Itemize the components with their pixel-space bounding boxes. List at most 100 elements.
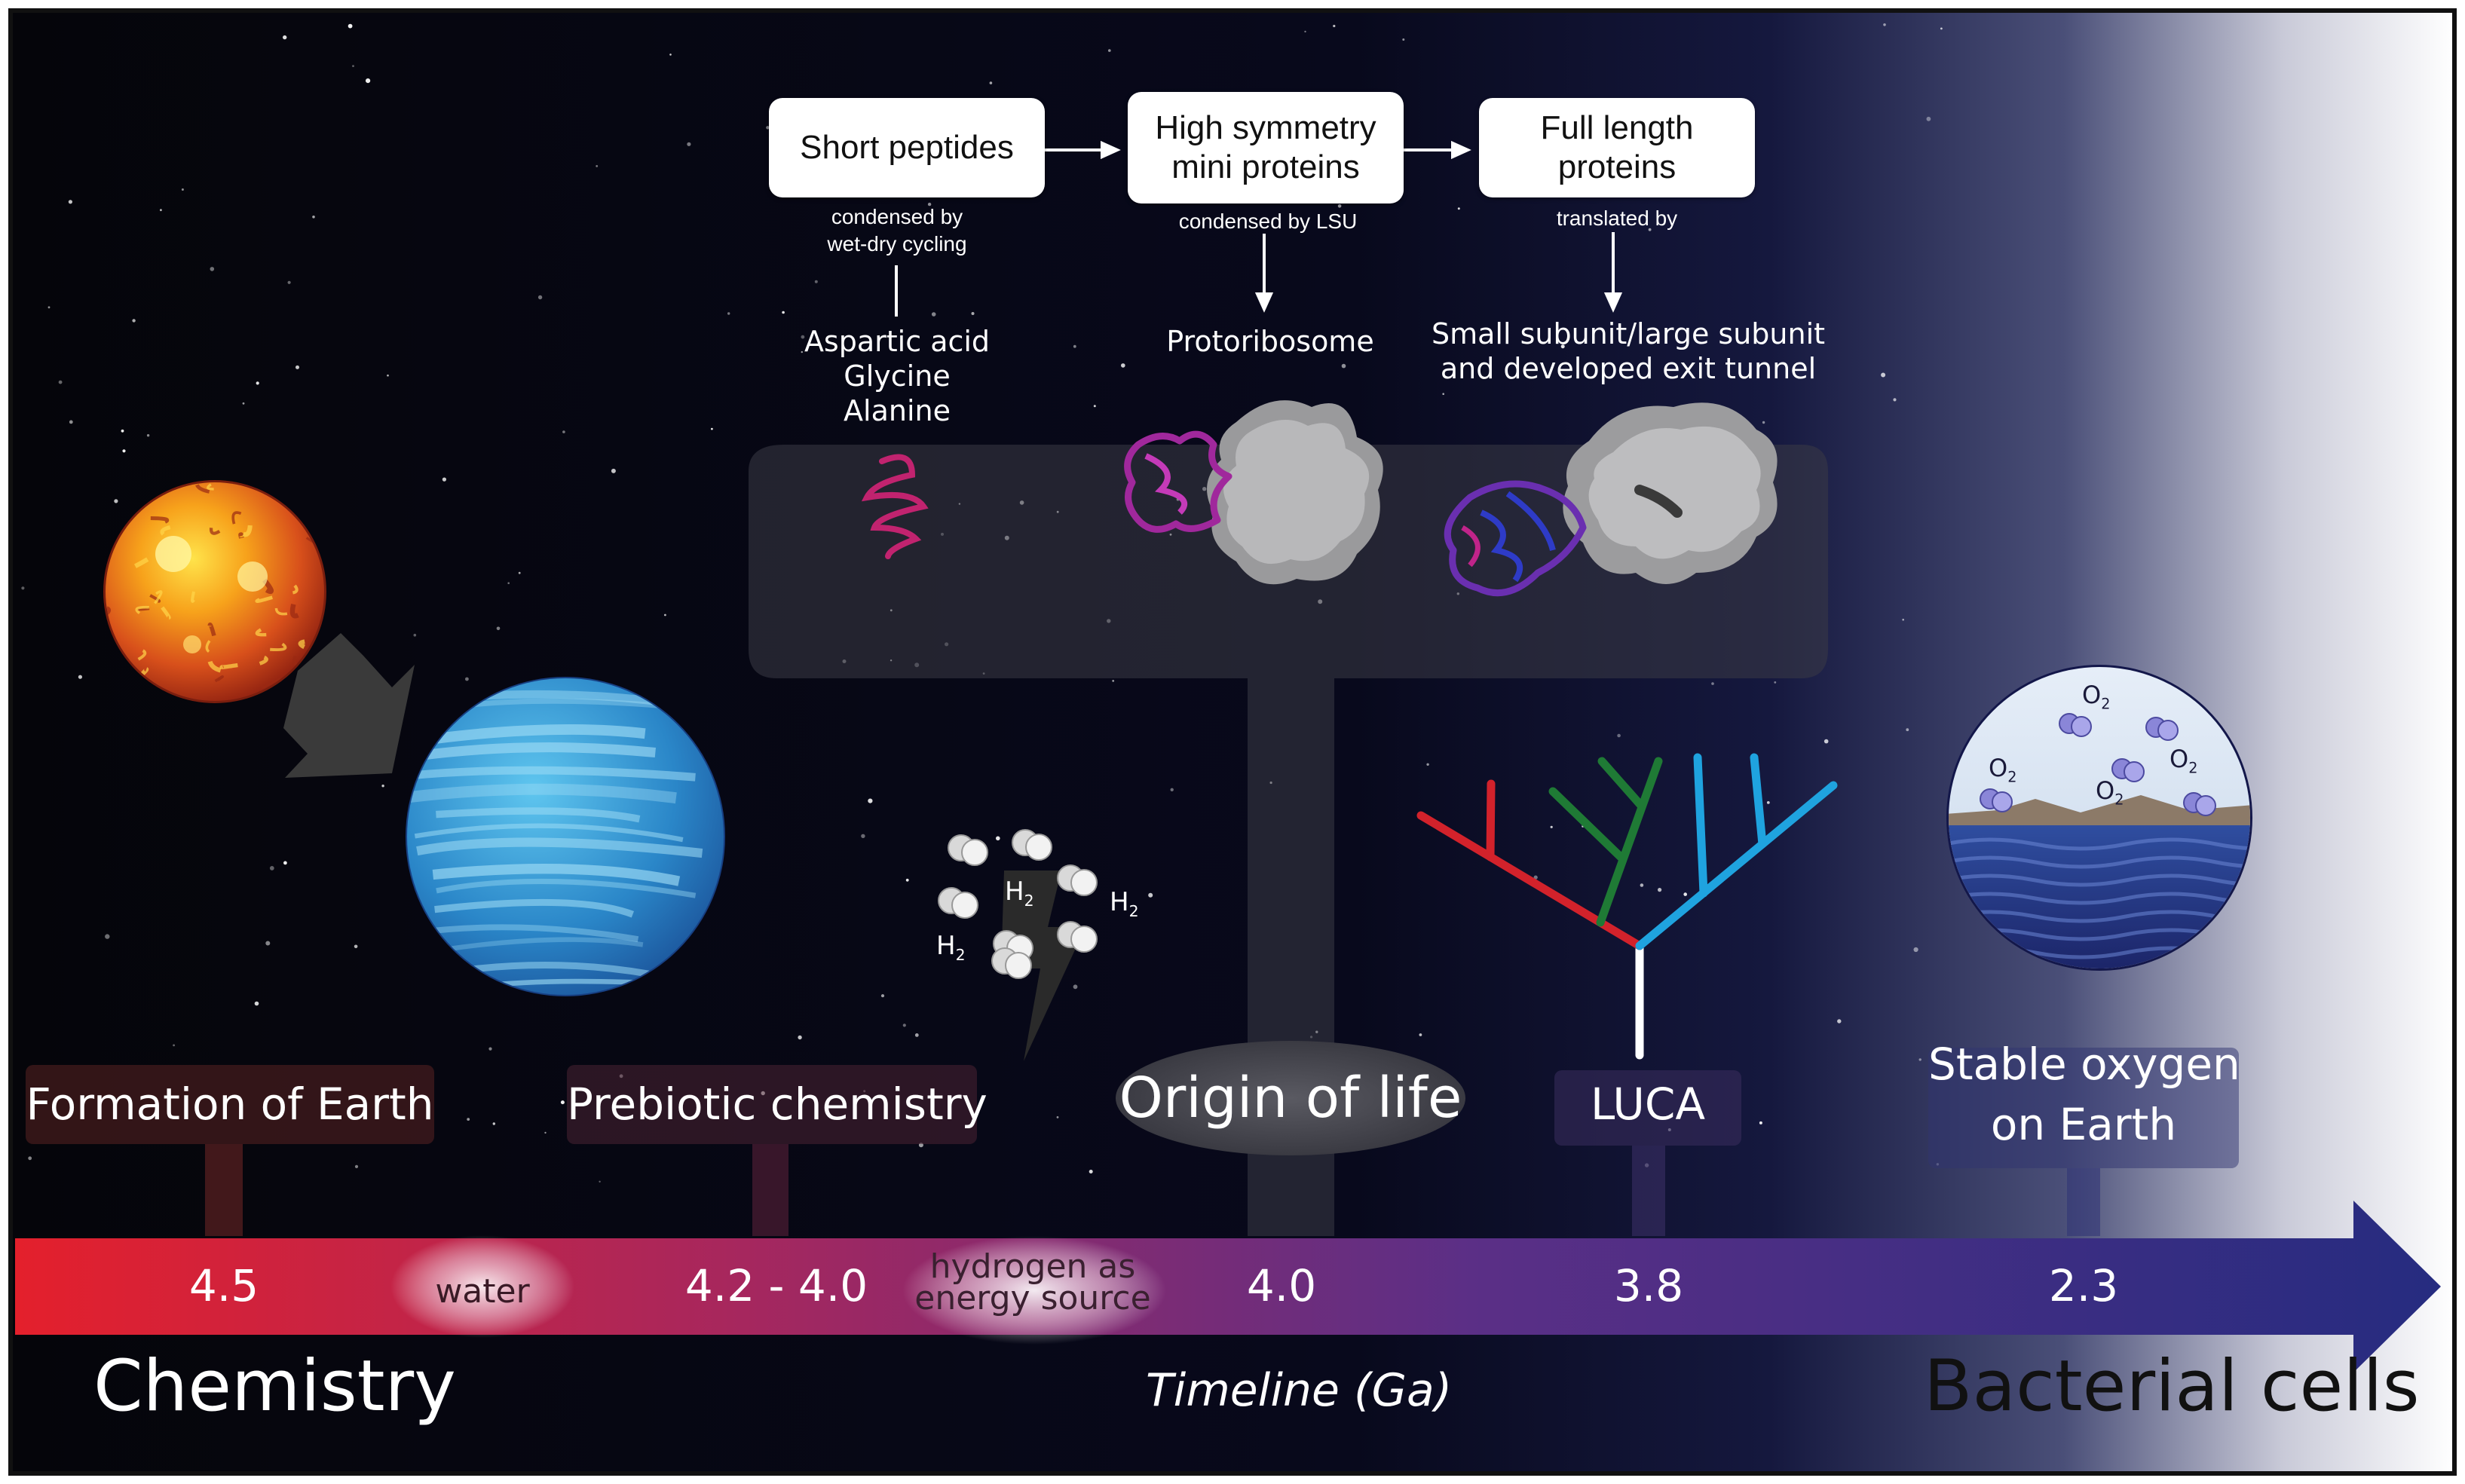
star bbox=[1837, 1019, 1842, 1024]
o2-label: O2 bbox=[2082, 681, 2111, 713]
star bbox=[21, 586, 25, 590]
star bbox=[1640, 883, 1644, 887]
star bbox=[496, 626, 501, 631]
star bbox=[1762, 421, 1765, 424]
star bbox=[256, 381, 259, 385]
star bbox=[537, 295, 543, 300]
timeline-value-2-3: 2.3 bbox=[2048, 1260, 2119, 1311]
star bbox=[507, 582, 510, 584]
origin-trunk-backdrop bbox=[749, 445, 1828, 1236]
star bbox=[1906, 728, 1909, 732]
amino-acid-alanine: Alanine bbox=[844, 394, 951, 427]
star bbox=[366, 78, 371, 84]
star bbox=[1774, 681, 1777, 684]
star bbox=[354, 944, 358, 949]
amino-acid-aspartic: Aspartic acid bbox=[804, 325, 991, 358]
star bbox=[518, 571, 521, 574]
star bbox=[78, 675, 82, 679]
h2-label: H2 bbox=[1110, 887, 1139, 920]
star bbox=[121, 429, 124, 433]
star bbox=[1940, 27, 1943, 30]
formation-stem bbox=[205, 1144, 243, 1236]
star bbox=[295, 365, 299, 369]
star bbox=[1902, 618, 1904, 621]
hydrogen-line2: energy source bbox=[914, 1279, 1151, 1317]
star bbox=[465, 677, 469, 681]
timeline-value-4-2-4-0: 4.2 - 4.0 bbox=[684, 1260, 868, 1311]
chemistry-label: Chemistry bbox=[93, 1345, 456, 1427]
oxygen-earth-icon bbox=[1946, 665, 2252, 971]
formation-label-plate bbox=[26, 1065, 434, 1144]
star bbox=[160, 209, 162, 212]
short-peptides-box: Short peptides bbox=[769, 98, 1045, 197]
star bbox=[210, 267, 215, 271]
star bbox=[1560, 344, 1565, 349]
protoribosome-structure bbox=[1124, 400, 1383, 585]
star bbox=[348, 23, 353, 29]
star bbox=[146, 434, 150, 437]
water-label: water bbox=[435, 1272, 530, 1311]
star bbox=[105, 934, 110, 939]
subunit-line2: and developed exit tunnel bbox=[1440, 352, 1817, 385]
ocean-earth-icon bbox=[406, 677, 725, 996]
star bbox=[801, 350, 804, 353]
bacterial-cells-label: Bacterial cells bbox=[1924, 1345, 2420, 1427]
amino-acid-glycine: Glycine bbox=[844, 360, 951, 393]
star bbox=[1333, 24, 1336, 28]
star bbox=[283, 861, 287, 865]
star bbox=[1893, 398, 1897, 402]
star bbox=[58, 380, 63, 384]
star bbox=[1918, 1058, 1921, 1061]
stable-oxygen-line1: Stable oxygen bbox=[1928, 1039, 2240, 1090]
star bbox=[242, 402, 245, 405]
prebiotic-label-plate bbox=[567, 1065, 977, 1144]
oxygen-stem bbox=[2067, 1168, 2100, 1236]
star bbox=[1089, 1170, 1093, 1173]
star bbox=[381, 785, 384, 788]
star bbox=[1093, 405, 1096, 408]
star bbox=[801, 335, 805, 339]
formation-of-earth-label: Formation of Earth bbox=[26, 1079, 434, 1130]
h2-label: H2 bbox=[936, 931, 966, 964]
star bbox=[132, 319, 136, 323]
star bbox=[1073, 984, 1078, 990]
full-ribosome-structure bbox=[1444, 402, 1778, 597]
mini-proteins-box: High symmetry mini proteins bbox=[1128, 92, 1404, 203]
note1-line2: wet-dry cycling bbox=[827, 232, 967, 255]
star bbox=[989, 81, 993, 84]
star bbox=[1073, 344, 1076, 348]
star bbox=[914, 1033, 919, 1037]
star bbox=[1648, 228, 1652, 231]
star bbox=[173, 1044, 176, 1047]
star bbox=[265, 941, 271, 946]
star bbox=[1683, 892, 1687, 896]
star bbox=[387, 374, 389, 377]
star bbox=[47, 306, 51, 309]
star bbox=[766, 126, 770, 130]
star bbox=[181, 188, 184, 191]
luca-stem bbox=[1632, 1146, 1665, 1236]
star bbox=[996, 836, 1000, 841]
hydrogen-lightning-icon bbox=[938, 829, 1098, 1061]
star bbox=[560, 1100, 565, 1105]
prebiotic-stem bbox=[752, 1144, 788, 1236]
star bbox=[1913, 947, 1918, 953]
stable-oxygen-label: Stable oxygen on Earth bbox=[1928, 1034, 2240, 1155]
origin-of-life-label: Origin of life bbox=[1119, 1066, 1462, 1131]
star bbox=[727, 312, 730, 315]
star bbox=[599, 1180, 601, 1183]
star bbox=[1926, 116, 1931, 121]
mini-proteins-line2: mini proteins bbox=[1171, 148, 1360, 185]
star bbox=[1419, 1033, 1422, 1036]
mini-proteins-line1: High symmetry bbox=[1155, 109, 1376, 146]
flow-connectors bbox=[895, 140, 1623, 317]
star bbox=[114, 499, 118, 503]
star bbox=[413, 633, 417, 637]
note1-line1: condensed by bbox=[831, 205, 963, 228]
star bbox=[1426, 763, 1429, 766]
timeline-value-4-0: 4.0 bbox=[1246, 1260, 1317, 1311]
star bbox=[28, 1156, 32, 1161]
star bbox=[467, 1118, 470, 1121]
full-length-proteins-box: Full length proteins bbox=[1479, 98, 1755, 197]
